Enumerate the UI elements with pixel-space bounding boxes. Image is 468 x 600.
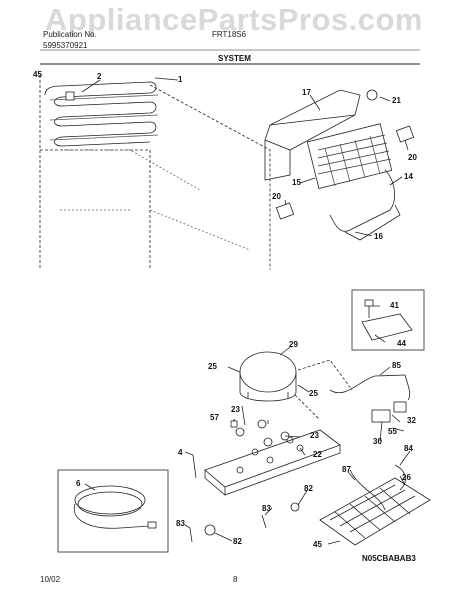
callout-83-right: 83 (262, 504, 271, 513)
callout-55: 55 (388, 427, 397, 436)
callout-57: 57 (210, 413, 219, 422)
model-label: FRT18S6 (212, 30, 247, 39)
callout-21: 21 (392, 96, 401, 105)
callout-16: 16 (374, 232, 383, 241)
callout-23-upper: 23 (231, 405, 240, 414)
callout-87: 87 (342, 465, 351, 474)
callout-25-left: 25 (208, 362, 217, 371)
callout-85: 85 (392, 361, 401, 370)
callout-82-upper: 82 (304, 484, 313, 493)
callout-20-right: 20 (408, 153, 417, 162)
callout-32: 32 (407, 416, 416, 425)
callout-83-left: 83 (176, 519, 185, 528)
watermark-logo: AppliancePartsPros.com (45, 2, 423, 37)
callout-41: 41 (390, 301, 399, 310)
callout-26: 26 (402, 473, 411, 482)
diagram-code: N05CBABAB3 (362, 554, 416, 563)
callout-30: 30 (373, 437, 382, 446)
section-title: SYSTEM (218, 54, 251, 63)
callout-20-left: 20 (272, 192, 281, 201)
footer-date: 10/02 (40, 575, 61, 584)
publication-label: Publication No. (43, 30, 97, 39)
callout-44: 44 (397, 339, 406, 348)
callout-82-lower: 82 (233, 537, 242, 546)
callout-25-right: 25 (309, 389, 318, 398)
callout-84: 84 (404, 444, 413, 453)
callout-14: 14 (404, 172, 413, 181)
callout-15: 15 (292, 178, 301, 187)
callout-17: 17 (302, 88, 311, 97)
callout-4: 4 (178, 448, 183, 457)
callout-29: 29 (289, 340, 298, 349)
callout-45-top: 45 (33, 70, 42, 79)
callout-23-lower: 23 (310, 431, 319, 440)
callout-6: 6 (76, 479, 81, 488)
page-number: 8 (233, 575, 238, 584)
callout-2: 2 (97, 72, 102, 81)
publication-number: 5995370921 (43, 41, 88, 50)
callout-22: 22 (313, 450, 322, 459)
callout-45-bottom: 45 (313, 540, 322, 549)
callout-1: 1 (178, 75, 183, 84)
